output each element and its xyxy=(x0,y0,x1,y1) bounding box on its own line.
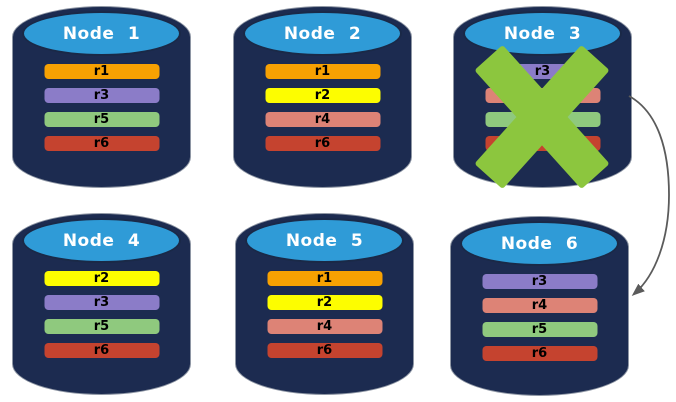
node-1-cylinder-top: Node 1 xyxy=(22,11,181,56)
node-2-replica-bar-r1: r1 xyxy=(265,64,380,79)
node-2-replica-bar-r2: r2 xyxy=(265,88,380,103)
node-2-replica-bar-r4: r4 xyxy=(265,112,380,127)
node-2-title: Node 2 xyxy=(283,23,362,44)
node-1-replica-bar-r5: r5 xyxy=(44,112,159,127)
node-6-replica-bar-r6: r6 xyxy=(482,346,597,361)
node-5-replica-bar-r2: r2 xyxy=(267,295,382,310)
node-1-title: Node 1 xyxy=(62,23,141,44)
node-1: Node 1 r1 r3 r5 r6 xyxy=(12,6,191,188)
migration-arrow-path xyxy=(628,95,670,296)
node-5-cylinder-top: Node 5 xyxy=(245,218,404,263)
node-4-replica-bar-r6: r6 xyxy=(44,343,159,358)
node-6-replica-list: r3 r4 r5 r6 xyxy=(482,274,597,370)
node-3-title: Node 3 xyxy=(503,23,582,44)
node-6-replica-bar-r5: r5 xyxy=(482,322,597,337)
node-6-replica-bar-r3: r3 xyxy=(482,274,597,289)
node-1-replica-list: r1 r3 r5 r6 xyxy=(44,64,159,160)
node-4-replica-list: r2 r3 r5 r6 xyxy=(44,271,159,367)
node-4: Node 4 r2 r3 r5 r6 xyxy=(12,213,191,395)
node-1-replica-bar-r6: r6 xyxy=(44,136,159,151)
node-6-title: Node 6 xyxy=(500,233,579,254)
node-5-replica-list: r1 r2 r4 r6 xyxy=(267,271,382,367)
node-2: Node 2 r1 r2 r4 r6 xyxy=(233,6,412,188)
node-2-replica-list: r1 r2 r4 r6 xyxy=(265,64,380,160)
node-3-cylinder-top: Node 3 xyxy=(463,11,622,56)
node-4-title: Node 4 xyxy=(62,230,141,251)
node-5-replica-bar-r6: r6 xyxy=(267,343,382,358)
node-4-replica-bar-r2: r2 xyxy=(44,271,159,286)
node-5-replica-bar-r4: r4 xyxy=(267,319,382,334)
node-6-replica-bar-r4: r4 xyxy=(482,298,597,313)
node-5-title: Node 5 xyxy=(285,230,364,251)
node-6: Node 6 r3 r4 r5 r6 xyxy=(450,216,629,396)
failure-x-mark xyxy=(470,44,613,189)
node-4-replica-bar-r5: r5 xyxy=(44,319,159,334)
node-2-replica-bar-r6: r6 xyxy=(265,136,380,151)
node-3: Node 3 r3 r4 r5 r6 xyxy=(453,6,632,189)
node-1-replica-bar-r3: r3 xyxy=(44,88,159,103)
node-4-replica-bar-r3: r3 xyxy=(44,295,159,310)
node-4-cylinder-top: Node 4 xyxy=(22,218,181,263)
node-6-cylinder-top: Node 6 xyxy=(460,221,619,266)
node-2-cylinder-top: Node 2 xyxy=(243,11,402,56)
node-5-replica-bar-r1: r1 xyxy=(267,271,382,286)
node-1-replica-bar-r1: r1 xyxy=(44,64,159,79)
node-5: Node 5 r1 r2 r4 r6 xyxy=(235,213,414,395)
